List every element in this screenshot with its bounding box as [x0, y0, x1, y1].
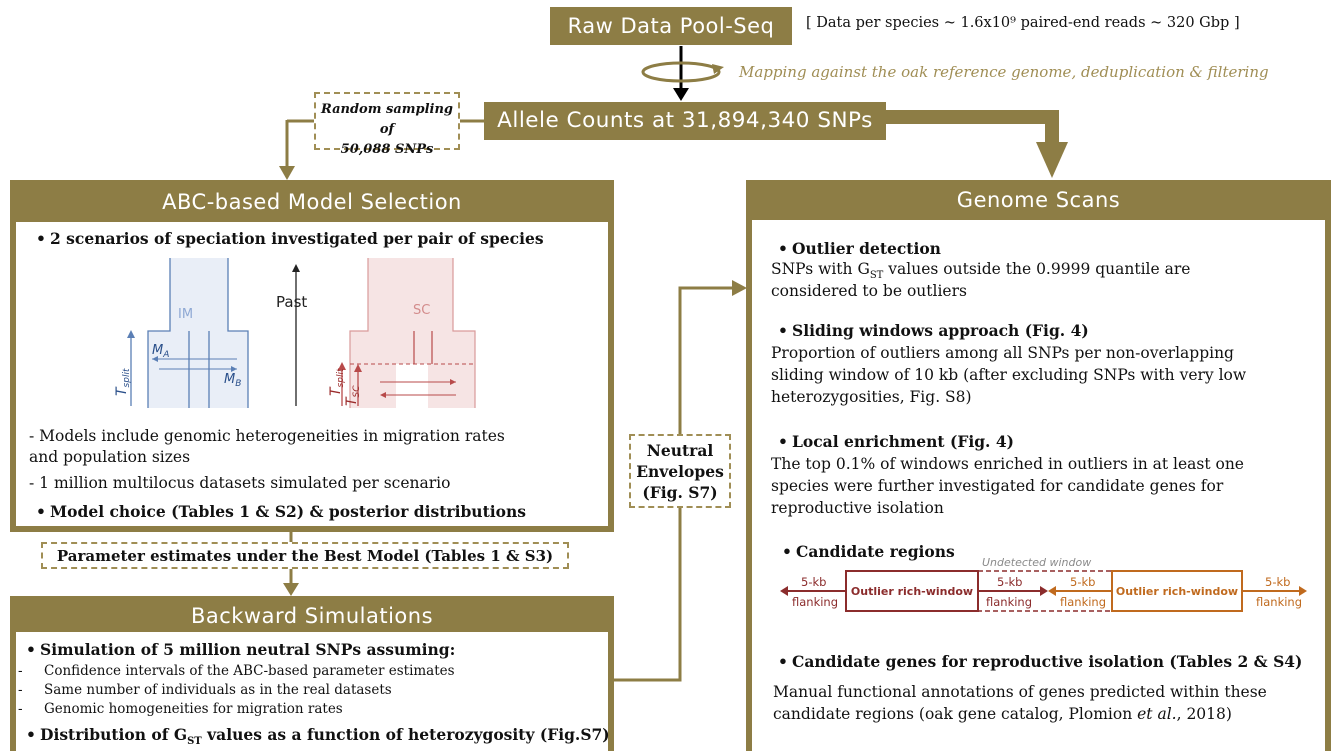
ma-label: MA — [152, 343, 169, 360]
outlier-window-1 — [845, 570, 979, 612]
flank-mid2-label: flanking — [1060, 595, 1106, 609]
flank-left-label: flanking — [792, 595, 838, 609]
candidate-regions-title: Candidate regions — [782, 542, 955, 561]
outlier-detection-title: Outlier detection — [778, 239, 941, 258]
flank-mid2-kb: 5-kb — [1070, 575, 1095, 589]
sc-label: SC — [413, 303, 430, 318]
candidate-genes-line2: candidate regions (oak gene catalog, Plo… — [773, 705, 1232, 723]
abc-line-models: - Models include genomic heterogeneities… — [29, 427, 505, 445]
random-sampling-box: Random sampling of 50,088 SNPs — [314, 92, 460, 157]
allele-to-genome-arrow — [885, 110, 1059, 145]
im-label: IM — [178, 307, 193, 322]
past-label: Past — [276, 293, 307, 311]
outlier-detection-line2: considered to be outliers — [771, 282, 967, 300]
raw-data-label: Raw Data Pool-Seq — [567, 14, 775, 38]
backward-bullet-distribution: Distribution of GST values as a function… — [26, 725, 610, 747]
abc-panel: ABC-based Model Selection — [10, 180, 614, 532]
mb-label: MB — [224, 372, 241, 389]
tsc-label: TSC — [344, 385, 362, 406]
raw-data-note: [ Data per species ~ 1.6x10⁹ paired-end … — [806, 15, 1240, 31]
allele-counts-box: Allele Counts at 31,894,340 SNPs — [484, 102, 886, 140]
backward-sub-individuals: Same number of individuals as in the rea… — [18, 682, 392, 698]
outlier-window-1-label: Outlier rich-window — [851, 585, 973, 598]
neutral-line3: (Fig. S7) — [642, 483, 718, 502]
sampling-to-abc-arrowhead — [279, 166, 295, 180]
backward-title: Backward Simulations — [190, 604, 434, 628]
backward-bullet-simulation: Simulation of 5 million neutral SNPs ass… — [26, 640, 455, 659]
sliding-windows-line3: heterozygosities, Fig. S8) — [771, 388, 972, 406]
backward-sub-homogeneities: Genomic homogeneities for migration rate… — [18, 701, 343, 717]
neutral-to-genome-arrowhead — [732, 280, 747, 296]
sc-model-shape — [350, 258, 475, 408]
candidate-genes-title: Candidate genes for reproductive isolati… — [778, 652, 1302, 671]
genome-scans-title: Genome Scans — [956, 188, 1121, 212]
abc-bullet-scenarios: 2 scenarios of speciation investigated p… — [36, 229, 544, 248]
outlier-detection-line1: SNPs with GST values outside the 0.9999 … — [771, 260, 1191, 282]
sliding-windows-title: Sliding windows approach (Fig. 4) — [778, 321, 1089, 340]
parameter-estimates-box: Parameter estimates under the Best Model… — [41, 542, 569, 569]
flank-right-label: flanking — [1256, 595, 1302, 609]
backward-sub-confidence: Confidence intervals of the ABC-based pa… — [18, 663, 455, 679]
flank-mid1-kb: 5-kb — [997, 575, 1022, 589]
abc-panel-body — [16, 222, 608, 526]
local-enrichment-title: Local enrichment (Fig. 4) — [778, 432, 1014, 451]
neutral-line1: Neutral — [646, 441, 714, 460]
tsplit-label-sc: Tsplit — [328, 368, 346, 396]
random-sampling-line2: 50,088 SNPs — [340, 142, 434, 157]
speciation-scenarios-figure: IM MA MB Tsplit Past SC Tsplit TSC — [114, 258, 476, 408]
outlier-window-2 — [1111, 570, 1243, 612]
outlier-window-2-label: Outlier rich-window — [1116, 585, 1238, 598]
abc-line-popsizes: and population sizes — [29, 448, 191, 466]
neutral-line2: Envelopes — [636, 462, 724, 481]
mapping-note: Mapping against the oak reference genome… — [739, 63, 1269, 81]
allele-counts-label: Allele Counts at 31,894,340 SNPs — [497, 108, 873, 133]
im-model-shape — [148, 258, 248, 408]
undetected-window-label: Undetected window — [982, 556, 1091, 569]
local-enrichment-line3: reproductive isolation — [771, 499, 944, 517]
local-enrichment-line2: species were further investigated for ca… — [771, 477, 1224, 495]
raw-to-allele-arrowhead — [673, 88, 689, 101]
flank-right-kb: 5-kb — [1265, 575, 1290, 589]
abc-line-datasets: - 1 million multilocus datasets simulate… — [29, 474, 451, 492]
backward-to-genome-line — [614, 508, 682, 682]
flank-mid1-label: flanking — [986, 595, 1032, 609]
tsplit-label-im: Tsplit — [114, 368, 132, 396]
abc-bullet-model-choice: Model choice (Tables 1 & S2) & posterior… — [36, 502, 526, 521]
mapping-cycle-icon — [641, 61, 721, 83]
candidate-genes-line1: Manual functional annotations of genes p… — [773, 683, 1267, 701]
local-enrichment-line1: The top 0.1% of windows enriched in outl… — [771, 455, 1244, 473]
abc-title: ABC-based Model Selection — [162, 190, 462, 214]
neutral-envelopes-box: Neutral Envelopes (Fig. S7) — [629, 434, 731, 508]
random-sampling-line1: Random sampling of — [320, 102, 454, 137]
sliding-windows-line1: Proportion of outliers among all SNPs pe… — [771, 344, 1234, 362]
candidate-regions-diagram: Undetected window 5-kb flanking Outlier … — [780, 556, 1307, 612]
param-to-backward-arrowhead — [283, 583, 299, 596]
sliding-windows-line2: sliding window of 10 kb (after excluding… — [771, 366, 1247, 384]
flank-left-kb: 5-kb — [801, 575, 826, 589]
raw-data-box: Raw Data Pool-Seq — [550, 7, 792, 45]
